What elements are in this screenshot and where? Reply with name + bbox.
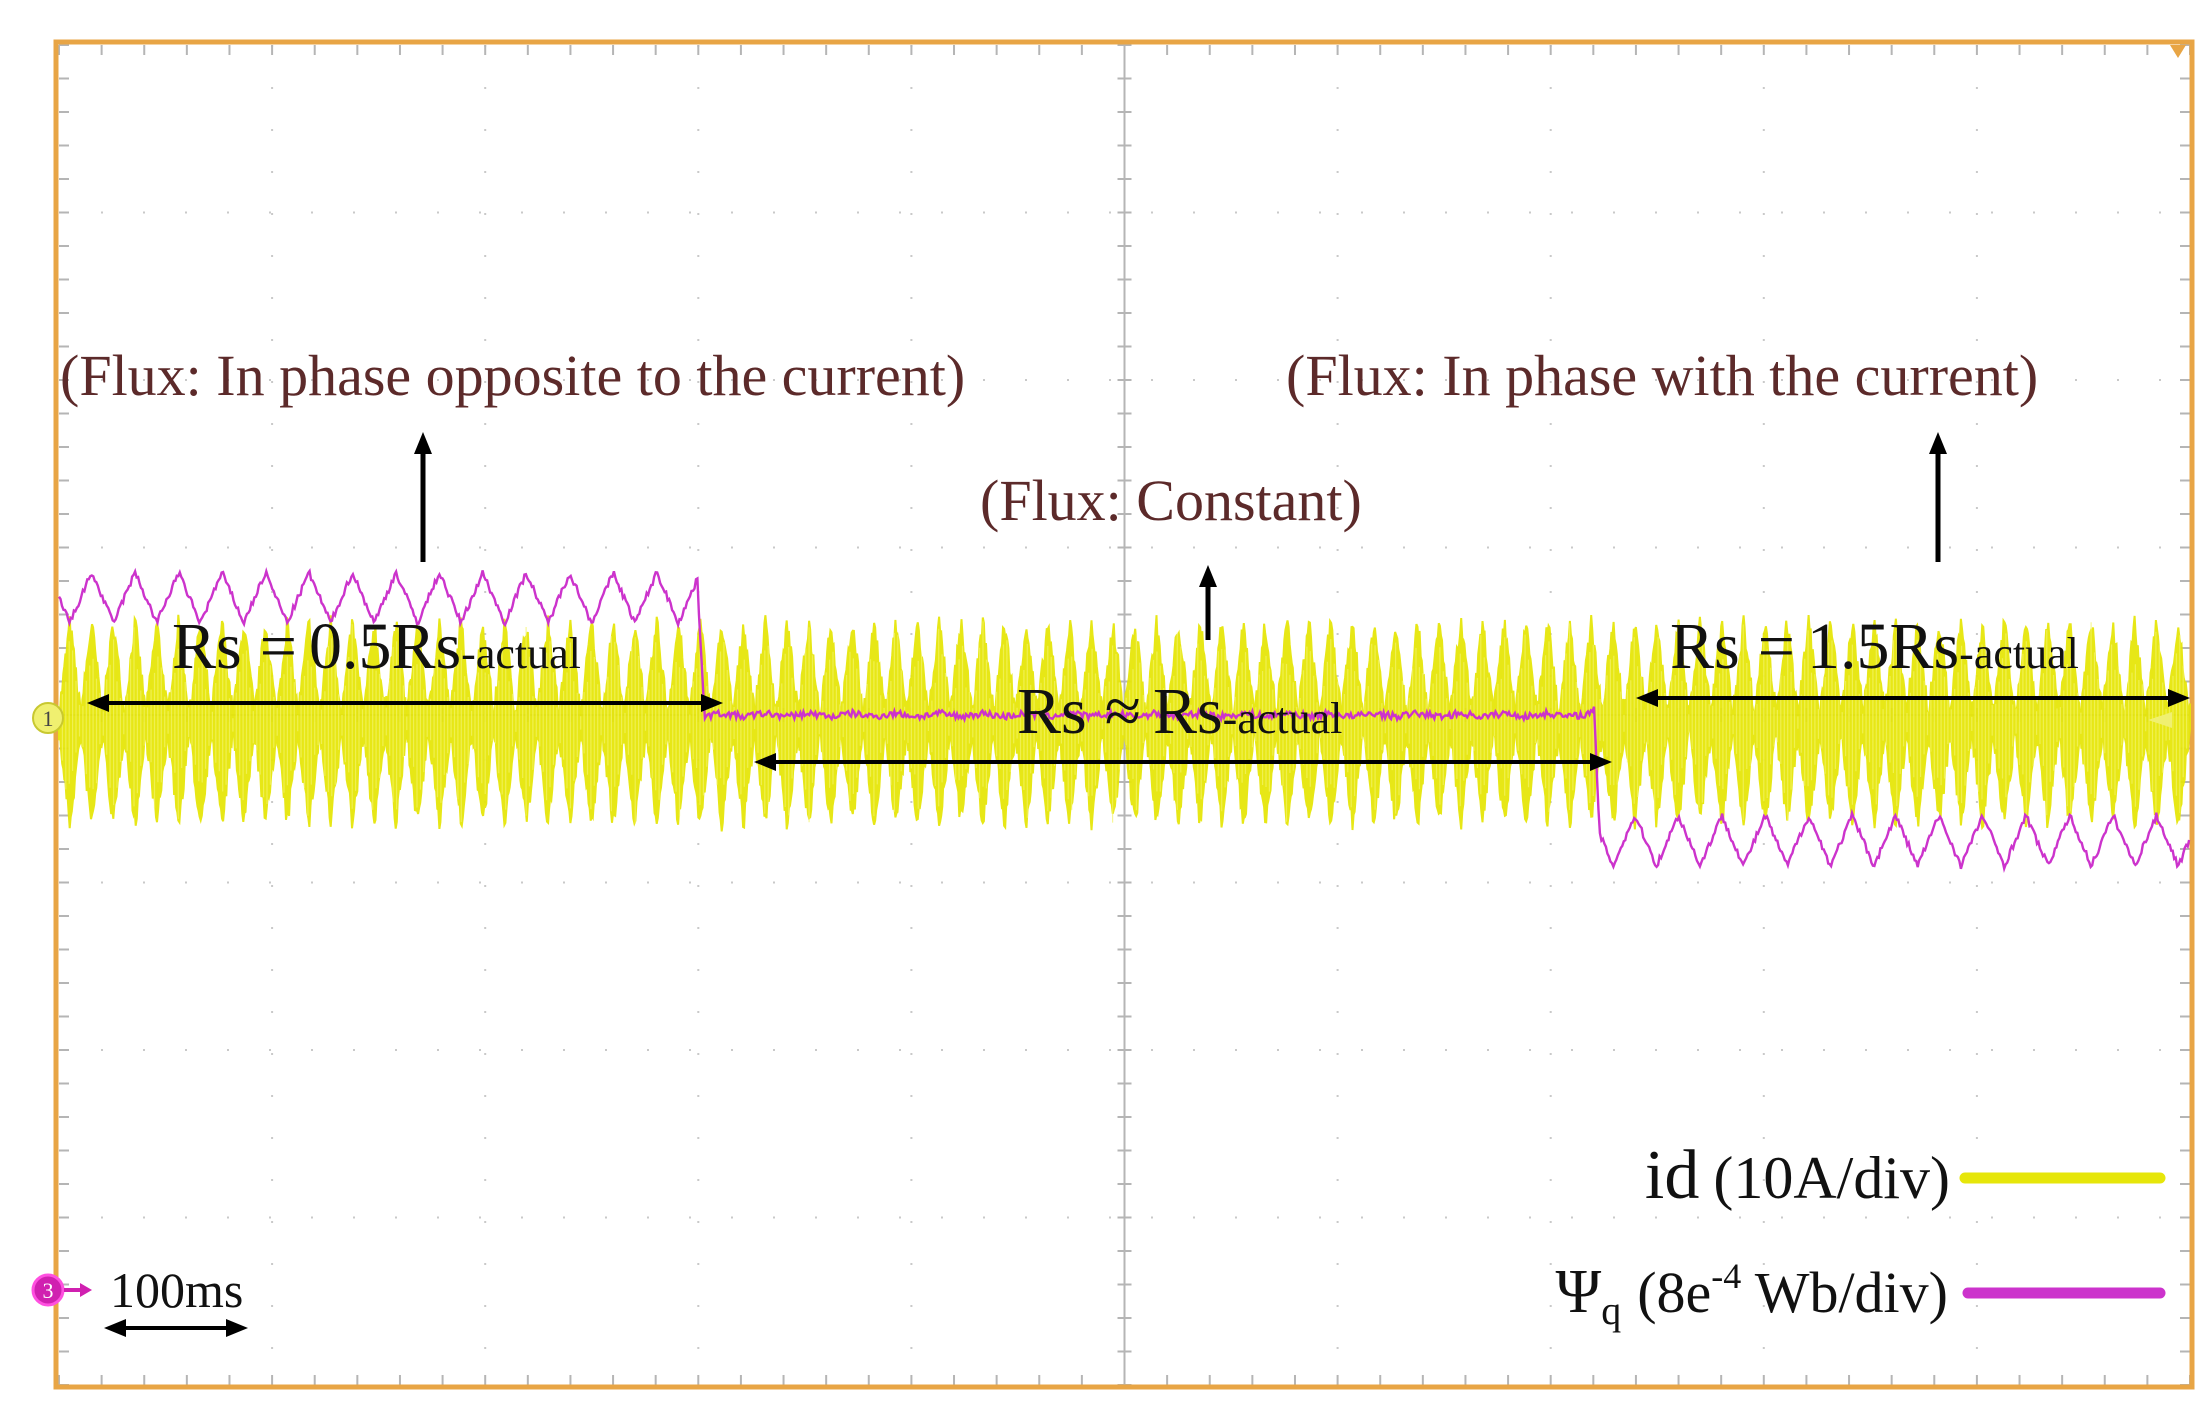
arrow-up-left-head	[414, 432, 432, 454]
channel-3-label: 3	[43, 1278, 54, 1303]
time-scale-label: 100ms	[110, 1262, 243, 1318]
legend-psi-exponent: -4	[1711, 1256, 1741, 1296]
legend-psi-scale-a: (8e	[1637, 1260, 1711, 1325]
psi-q-trace	[57, 567, 2191, 873]
rs-subscript: -actual	[1223, 694, 1343, 743]
legend-id-scale: (10A/div)	[1713, 1145, 1950, 1211]
rs-symbol: Rs	[172, 610, 242, 683]
channel-1-marker	[32, 702, 64, 734]
channel-1-label: 1	[43, 706, 54, 731]
legend-psi-subscript: q	[1601, 1288, 1621, 1333]
extent-arrow-right-head-left	[1636, 689, 1658, 707]
legend-psi-symbol: Ψ	[1555, 1258, 1601, 1326]
channel-3-pointer-head	[80, 1283, 92, 1297]
legend-psi-label: Ψq (8e-4 Wb/div)	[1555, 1256, 1948, 1333]
legend-id-label: id(10A/div)	[1645, 1137, 1950, 1214]
rs-relation: =	[260, 610, 297, 683]
rs-label-right: Rs=1.5Rs-actual	[1670, 610, 2079, 683]
rs-subscript: -actual	[461, 629, 581, 678]
legend-psi-scale-b: Wb/div)	[1741, 1260, 1948, 1325]
rs-label-left: Rs=0.5Rs-actual	[172, 610, 581, 683]
time-scale-arrow-head-right	[226, 1319, 248, 1337]
channel-3-marker	[31, 1273, 65, 1307]
rs-subscript: -actual	[1959, 629, 2079, 678]
rs-relation: ≈	[1105, 675, 1141, 748]
rs-symbol: Rs	[1017, 675, 1087, 748]
rs-label-middle: Rs≈Rs-actual	[1017, 675, 1342, 748]
trigger-marker	[2170, 45, 2186, 58]
id-trace	[58, 614, 2191, 832]
flux-note-constant: (Flux: Constant)	[980, 468, 1362, 533]
extent-arrow-middle-head-left	[754, 753, 776, 771]
rs-relation: =	[1758, 610, 1795, 683]
arrow-up-middle-head	[1199, 565, 1217, 587]
time-scale-arrow-head-left	[104, 1319, 126, 1337]
extent-arrow-left-head-right	[701, 694, 723, 712]
rs-value: 1.5Rs	[1807, 610, 1959, 683]
rs-value: 0.5Rs	[309, 610, 461, 683]
legend-id-symbol: id	[1645, 1137, 1699, 1214]
channel-1-level-marker	[2148, 712, 2172, 728]
flux-note-in-phase: (Flux: In phase with the current)	[1286, 343, 2038, 408]
annotations: (Flux: In phase opposite to the current)…	[31, 343, 2190, 1337]
extent-arrow-right-head-right	[2168, 689, 2190, 707]
rs-value: Rs	[1153, 675, 1223, 748]
rs-symbol: Rs	[1670, 610, 1740, 683]
flux-note-opposite: (Flux: In phase opposite to the current)	[60, 343, 965, 408]
extent-arrow-middle-head-right	[1590, 753, 1612, 771]
arrow-up-right-head	[1929, 432, 1947, 454]
psi-q-trace-line	[57, 567, 2191, 873]
extent-arrow-left-head-left	[87, 694, 109, 712]
